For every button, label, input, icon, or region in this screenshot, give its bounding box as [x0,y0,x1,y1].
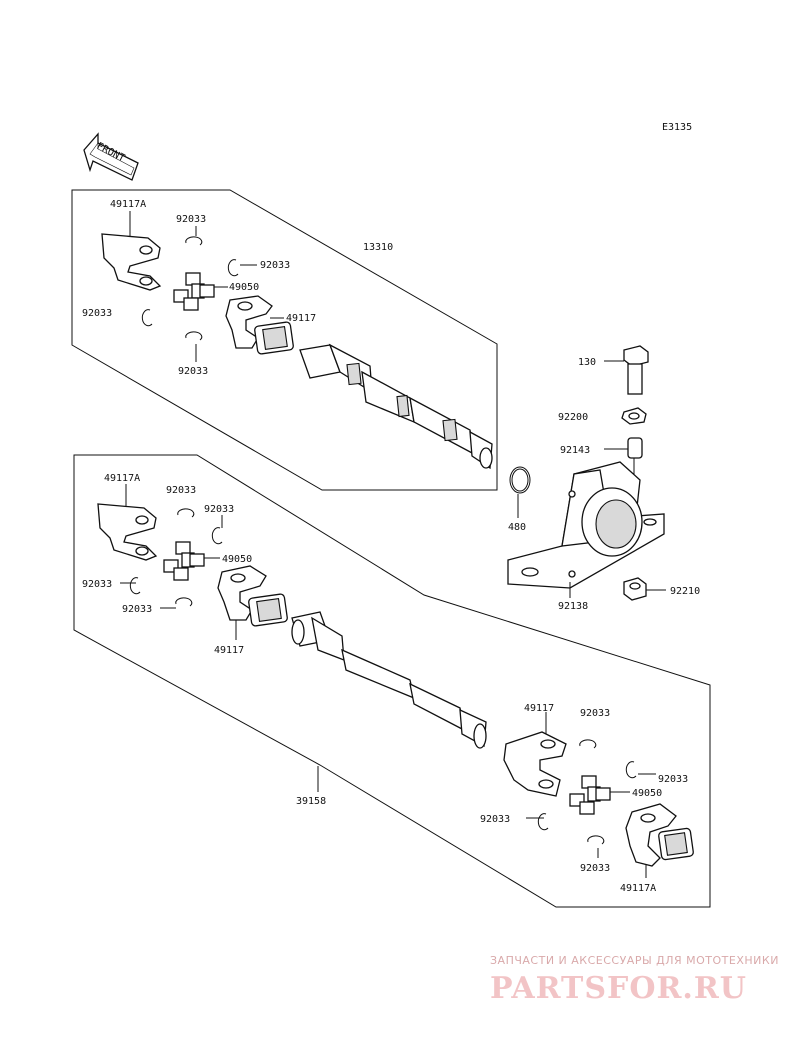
yoke-49117a-lower-right [625,803,694,867]
label-49117-lower-left: 49117 [214,645,244,656]
label-92033-l3: 92033 [82,579,112,590]
universal-joint-cross-lower-right [569,775,611,815]
label-49050-lower-left: 49050 [222,554,252,565]
label-92033-u3: 92033 [82,308,112,319]
universal-joint-cross-upper [173,272,215,311]
circlip-icon [579,739,597,749]
yoke-49117-upper [225,295,294,355]
label-92033-l7: 92033 [480,814,510,825]
label-92033-u1: 92033 [176,214,206,225]
circlip-icon [587,835,605,845]
label-92033-l4: 92033 [122,604,152,615]
label-49117a-lower-right: 49117A [620,883,656,894]
label-130: 130 [578,357,596,368]
watermark-logo: PARTSFOR.RU [490,971,747,1006]
label-49117-upper: 49117 [286,313,316,324]
label-92033-l2: 92033 [204,504,234,515]
label-49117a-upper: 49117A [110,199,146,210]
bolt-130 [623,345,649,395]
yoke-49117a-upper [101,233,162,291]
label-92033-l6: 92033 [658,774,688,785]
diagram-id: E3135 [662,122,692,133]
lower-assembly-frame [73,454,711,908]
circlip-icon [211,527,223,545]
circlip-icon [177,508,195,518]
label-13310: 13310 [363,242,393,253]
universal-joint-cross-lower-left [163,541,205,581]
upper-assembly-frame [71,189,498,491]
drive-shaft-lower [291,611,487,749]
label-49117-lower-right: 49117 [524,703,554,714]
collar-92143 [627,437,643,459]
yoke-49117-lower-right [503,731,567,797]
watermark-tagline: ЗАПЧАСТИ И АКСЕССУАРЫ ДЛЯ МОТОТЕХНИКИ [490,954,779,967]
circlip-icon [129,577,141,595]
label-92210: 92210 [670,586,700,597]
washer-92200 [621,407,647,425]
snap-ring-480 [509,466,531,494]
label-92200: 92200 [558,412,588,423]
circlip-icon [141,309,153,327]
label-92033-u4: 92033 [178,366,208,377]
label-92033-u2: 92033 [260,260,290,271]
label-480: 480 [508,522,526,533]
nut-92210 [623,577,647,601]
label-92143: 92143 [560,445,590,456]
circlip-icon [185,236,203,246]
circlip-icon [185,331,203,341]
circlip-icon [625,761,637,779]
label-49050-upper: 49050 [229,282,259,293]
label-92033-l8: 92033 [580,863,610,874]
label-39158: 39158 [296,796,326,807]
circlip-icon [537,813,549,831]
yoke-49117a-lower-left [97,503,158,561]
front-arrow-icon: FRONT [83,132,139,181]
drive-shaft-upper [299,343,493,470]
circlip-icon [227,259,239,277]
label-49117a-lower-left: 49117A [104,473,140,484]
bearing-housing-92138 [507,461,665,589]
yoke-49117-lower-left [217,565,288,627]
label-92033-l1: 92033 [166,485,196,496]
circlip-icon [175,597,193,607]
label-92138: 92138 [558,601,588,612]
label-92033-l5: 92033 [580,708,610,719]
label-49050-lower-right: 49050 [632,788,662,799]
